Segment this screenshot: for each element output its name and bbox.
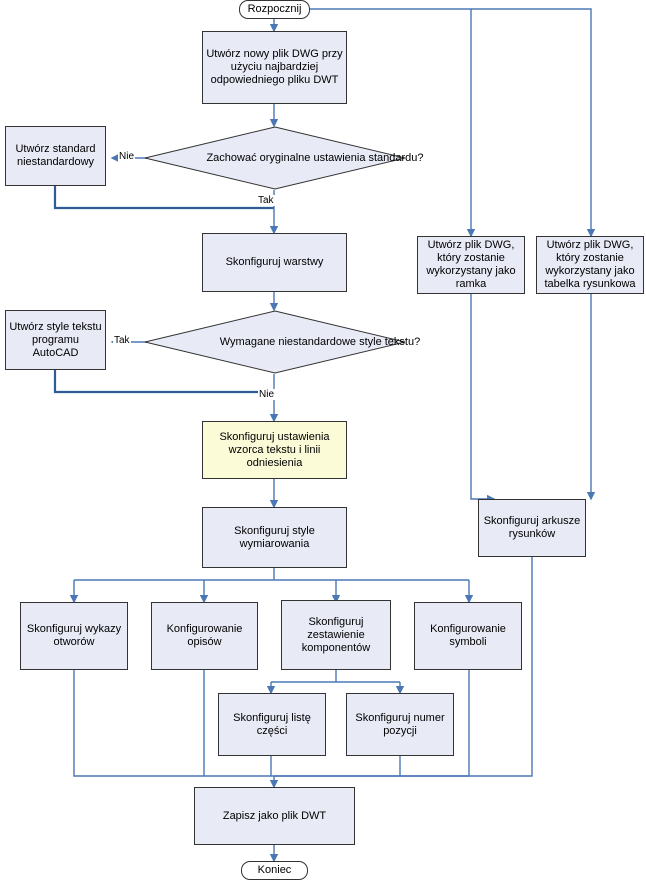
node-save-as-dwt-label: Zapisz jako plik DWT (222, 809, 327, 822)
edge-label-no-keep-standard: Nie (118, 151, 136, 162)
node-start-label: Rozpocznij (247, 3, 302, 15)
node-need-text-styles-decision[interactable]: Wymagane niestandardowe style tekstu? (144, 310, 420, 374)
node-save-as-dwt[interactable]: Zapisz jako plik DWT (194, 787, 355, 845)
node-keep-standard-decision-label: Zachować oryginalne ustawienia standardu… (206, 151, 424, 164)
node-text-leader-settings-label: Skonfiguruj ustawienia wzorca tekstu i l… (219, 430, 330, 469)
node-configure-layers-label: Skonfiguruj warstwy (225, 256, 324, 268)
edge-label-no-text-styles: Nie (258, 389, 276, 400)
node-create-autocad-text-styles[interactable]: Utwórz style tekstu programu AutoCAD (5, 310, 106, 370)
node-create-new-dwg[interactable]: Utwórz nowy plik DWG przy użyciu najbard… (202, 31, 347, 104)
node-titleblock-dwg[interactable]: Utwórz plik DWG, który zostanie wykorzys… (536, 236, 644, 294)
node-start[interactable]: Rozpocznij (239, 0, 310, 19)
node-symbols-label: Konfigurowanie symboli (430, 623, 506, 648)
node-border-dwg-label: Utwórz plik DWG, który zostanie wykorzys… (426, 239, 516, 290)
node-text-leader-settings[interactable]: Skonfiguruj ustawienia wzorca tekstu i l… (202, 421, 347, 479)
node-drawing-sheets[interactable]: Skonfiguruj arkusze rysunków (478, 499, 586, 557)
node-custom-standard[interactable]: Utwórz standard niestandardowy (5, 126, 106, 186)
node-custom-standard-label: Utwórz standard niestandardowy (15, 143, 96, 168)
node-dimension-styles-label: Skonfiguruj style wymiarowania (234, 524, 315, 550)
node-drawing-sheets-label: Skonfiguruj arkusze rysunków (483, 515, 581, 540)
node-configure-layers[interactable]: Skonfiguruj warstwy (202, 233, 347, 292)
node-symbols[interactable]: Konfigurowanie symboli (414, 602, 522, 670)
node-balloon-number-label: Skonfiguruj numer pozycji (355, 711, 445, 737)
node-border-dwg[interactable]: Utwórz plik DWG, który zostanie wykorzys… (417, 236, 525, 294)
node-balloon-number[interactable]: Skonfiguruj numer pozycji (346, 693, 454, 756)
node-parts-list[interactable]: Skonfiguruj listę części (218, 693, 326, 756)
node-dimension-styles[interactable]: Skonfiguruj style wymiarowania (202, 507, 347, 568)
node-titleblock-dwg-label: Utwórz plik DWG, który zostanie wykorzys… (544, 239, 636, 290)
node-end[interactable]: Koniec (241, 861, 308, 880)
edge-label-yes-keep-standard: Tak (257, 195, 275, 206)
node-parts-list-label: Skonfiguruj listę części (233, 711, 311, 737)
node-create-autocad-text-styles-label: Utwórz style tekstu programu AutoCAD (9, 320, 102, 359)
edge-label-yes-text-styles: Tak (113, 335, 131, 346)
node-hole-tables[interactable]: Skonfiguruj wykazy otworów (20, 602, 128, 670)
node-annotations[interactable]: Konfigurowanie opisów (151, 602, 258, 670)
node-bom-label: Skonfiguruj zestawienie komponentów (301, 615, 371, 654)
node-hole-tables-label: Skonfiguruj wykazy otworów (26, 623, 122, 648)
node-end-label: Koniec (257, 864, 292, 876)
node-keep-standard-decision[interactable]: Zachować oryginalne ustawienia standardu… (144, 126, 424, 190)
node-create-new-dwg-label: Utwórz nowy plik DWG przy użyciu najbard… (206, 48, 343, 86)
node-annotations-label: Konfigurowanie opisów (166, 623, 243, 648)
node-bom[interactable]: Skonfiguruj zestawienie komponentów (281, 600, 391, 670)
diamond-shape-2 (144, 310, 406, 374)
node-need-text-styles-decision-label: Wymagane niestandardowe style tekstu? (219, 335, 421, 348)
